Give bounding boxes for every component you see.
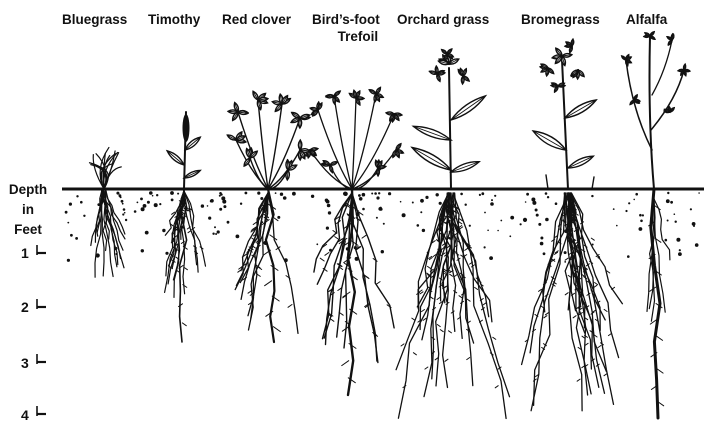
label-timothy: Timothy [148,11,200,28]
label-bromegrass: Bromegrass [521,11,600,28]
depth-tick-label-1: 1 [21,245,29,261]
depth-axis-ticks [37,245,46,416]
label-orchard-grass: Orchard grass [397,11,489,28]
label-bluegrass: Bluegrass [62,11,127,28]
depth-tick-label-2: 2 [21,299,29,315]
label-birds-foot-line1: Bird’s-foot [312,11,380,28]
depth-axis-title: Depth in Feet [4,180,52,240]
plant-orchard-grass [396,49,509,419]
label-birds-foot-line2: Trefoil [312,28,380,45]
soil-speckles [65,191,700,263]
plant-bluegrass [89,147,125,277]
plant-timothy [165,112,206,342]
depth-tick-label-3: 3 [21,355,29,371]
label-birds-foot-trefoil: Bird’s-foot Trefoil [312,11,380,45]
plant-bromegrass [522,39,623,411]
label-alfalfa: Alfalfa [626,11,667,28]
depth-title-line3: Feet [4,220,52,240]
label-red-clover: Red clover [222,11,291,28]
depth-title-line2: in [4,200,52,220]
plant-birds-foot-trefoil [308,87,404,395]
plant-alfalfa [622,32,690,418]
plant-red-clover [227,91,310,342]
depth-title-line1: Depth [4,180,52,200]
depth-tick-label-4: 4 [21,407,29,423]
